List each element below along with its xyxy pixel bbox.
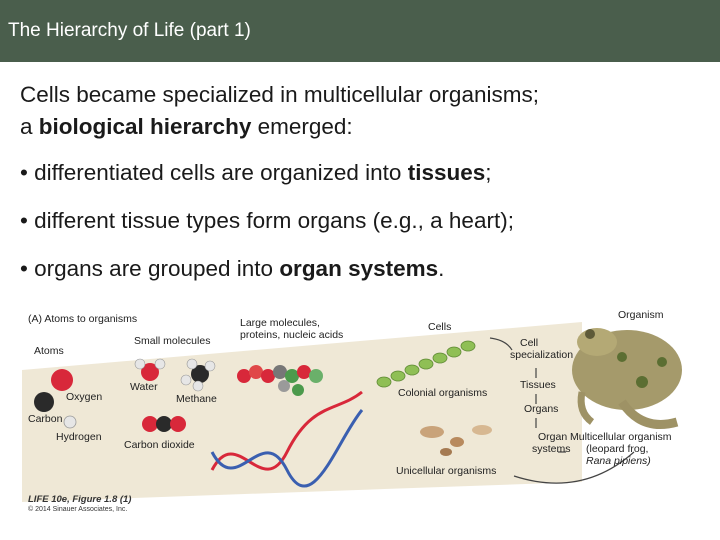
label-cell-1: Cell [520,337,538,349]
label-water: Water [130,381,158,393]
label-cell-2: specialization [510,349,573,361]
label-colonial: Colonial organisms [398,387,487,399]
bullet-suffix: . [438,256,445,281]
label-multicellular-2: (leopard frog, [586,443,648,455]
label-hydrogen: Hydrogen [56,431,102,443]
hierarchy-figure: (A) Atoms to organisms Atoms Oxygen Carb… [22,302,702,520]
unicellular-organisms [420,425,492,456]
bullet-text: • differentiated cells are organized int… [20,160,408,185]
frog-illustration [572,328,682,429]
label-atoms: Atoms [34,345,64,357]
label-carbon-dioxide: Carbon dioxide [124,439,195,451]
intro-line-1-text: Cells became specialized in multicellula… [20,82,539,107]
intro-line-2-suffix: emerged: [251,114,353,139]
label-methane: Methane [176,393,217,405]
methane-molecule [180,358,216,392]
label-cells: Cells [428,321,451,333]
panel-label: (A) Atoms to organisms [28,313,137,325]
bullet-text: • different tissue types form organs (e.… [20,208,514,233]
label-multicellular-3: Rana pipiens) [586,455,651,467]
intro-line-1: Cells became specialized in multicellula… [20,80,539,110]
bullet-organ-systems: • organs are grouped into organ systems. [20,254,444,284]
term-biological-hierarchy: biological hierarchy [38,114,252,139]
protein-molecules [237,365,323,396]
label-oxygen: Oxygen [66,391,102,403]
label-organ-systems-1: Organ [538,431,567,443]
term-organ-systems: organ systems [279,256,439,281]
label-organ-systems-2: systems [532,443,571,455]
oxygen-atom [51,369,73,391]
label-tissues: Tissues [520,379,556,391]
cell-chain [376,340,476,388]
label-unicellular: Unicellular organisms [396,465,496,477]
caption-copyright: © 2014 Sinauer Associates, Inc. [28,506,128,513]
slide-title: The Hierarchy of Life (part 1) [8,20,251,41]
figure-caption: LIFE 10e, Figure 1.8 (1) © 2014 Sinauer … [28,494,131,513]
label-small-molecules: Small molecules [134,335,210,347]
intro-line-2: a biological hierarchy emerged: [20,112,353,142]
label-carbon: Carbon [28,413,63,425]
carbon-dioxide-molecule [142,416,186,432]
caption-title: LIFE 10e, Figure 1.8 (1) [28,494,132,505]
bullet-tissues: • differentiated cells are organized int… [20,158,492,188]
carbon-atom [34,392,54,412]
bullet-suffix: ; [485,160,492,185]
title-bar: The Hierarchy of Life (part 1) [0,0,720,62]
dna-helix [210,390,364,488]
bullet-text: • organs are grouped into [20,256,280,281]
water-molecule [134,358,166,381]
label-large-molecules-2: proteins, nucleic acids [240,329,343,341]
intro-line-2-prefix: a [20,114,39,139]
label-large-molecules-1: Large molecules, [240,317,320,329]
hierarchy-band [22,322,582,502]
hierarchy-illustration: (A) Atoms to organisms Atoms Oxygen Carb… [22,309,682,502]
term-tissues: tissues [407,160,486,185]
bullet-organs: • different tissue types form organs (e.… [20,206,514,236]
label-organism: Organism [618,309,664,321]
progression-arrows [489,337,635,484]
label-multicellular-1: Multicellular organism [570,431,672,443]
hydrogen-atom [63,415,77,429]
label-organs: Organs [524,403,558,415]
